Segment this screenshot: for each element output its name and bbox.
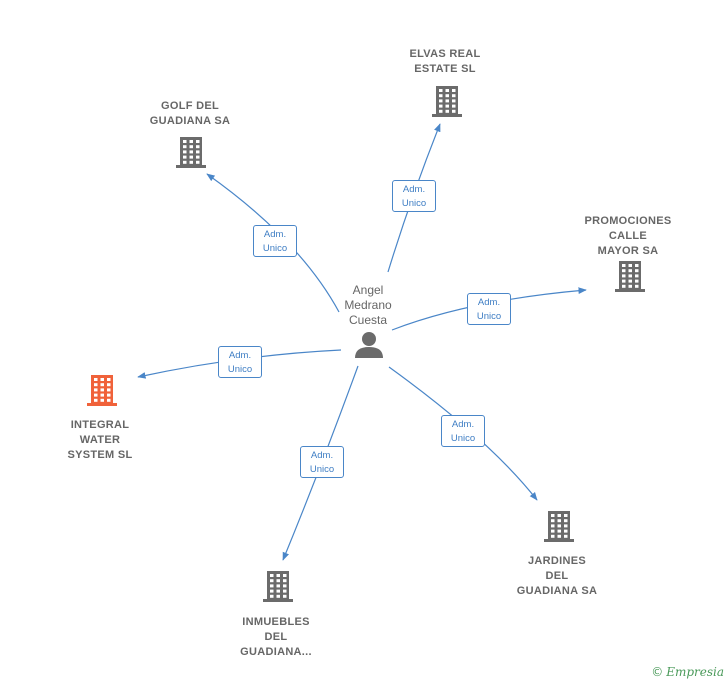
company-label-promociones: PROMOCIONES CALLE MAYOR SA <box>584 215 672 257</box>
building-icon-integral[interactable] <box>87 375 117 406</box>
building-icon-jardines[interactable] <box>544 511 574 542</box>
role-badge-elvas[interactable]: Adm. Unico <box>392 180 436 212</box>
copyright-icon: © <box>651 665 664 679</box>
brand-logo: Empresia <box>666 665 724 679</box>
company-label-integral: INTEGRAL WATER SYSTEM SL <box>67 419 133 461</box>
building-icon-elvas[interactable] <box>432 86 462 117</box>
company-label-elvas: ELVAS REAL ESTATE SL <box>409 48 481 75</box>
company-label-golf: GOLF DEL GUADIANA SA <box>149 100 231 127</box>
building-icon-golf[interactable] <box>176 137 206 168</box>
company-label-inmuebles: INMUEBLES DEL GUADIANA... <box>240 616 312 658</box>
role-badge-inmuebles[interactable]: Adm. Unico <box>300 446 344 478</box>
role-badge-promociones[interactable]: Adm. Unico <box>467 293 511 325</box>
person-icon[interactable] <box>355 332 383 358</box>
building-icon-promociones[interactable] <box>615 261 645 292</box>
building-icon-inmuebles[interactable] <box>263 571 293 602</box>
company-label-jardines: JARDINES DEL GUADIANA SA <box>516 555 598 597</box>
empresia-watermark: ©Empresia <box>651 665 724 679</box>
role-badge-jardines[interactable]: Adm. Unico <box>441 415 485 447</box>
person-name: Angel Medrano Cuesta <box>344 283 392 327</box>
role-badge-integral[interactable]: Adm. Unico <box>218 346 262 378</box>
role-badge-golf[interactable]: Adm. Unico <box>253 225 297 257</box>
